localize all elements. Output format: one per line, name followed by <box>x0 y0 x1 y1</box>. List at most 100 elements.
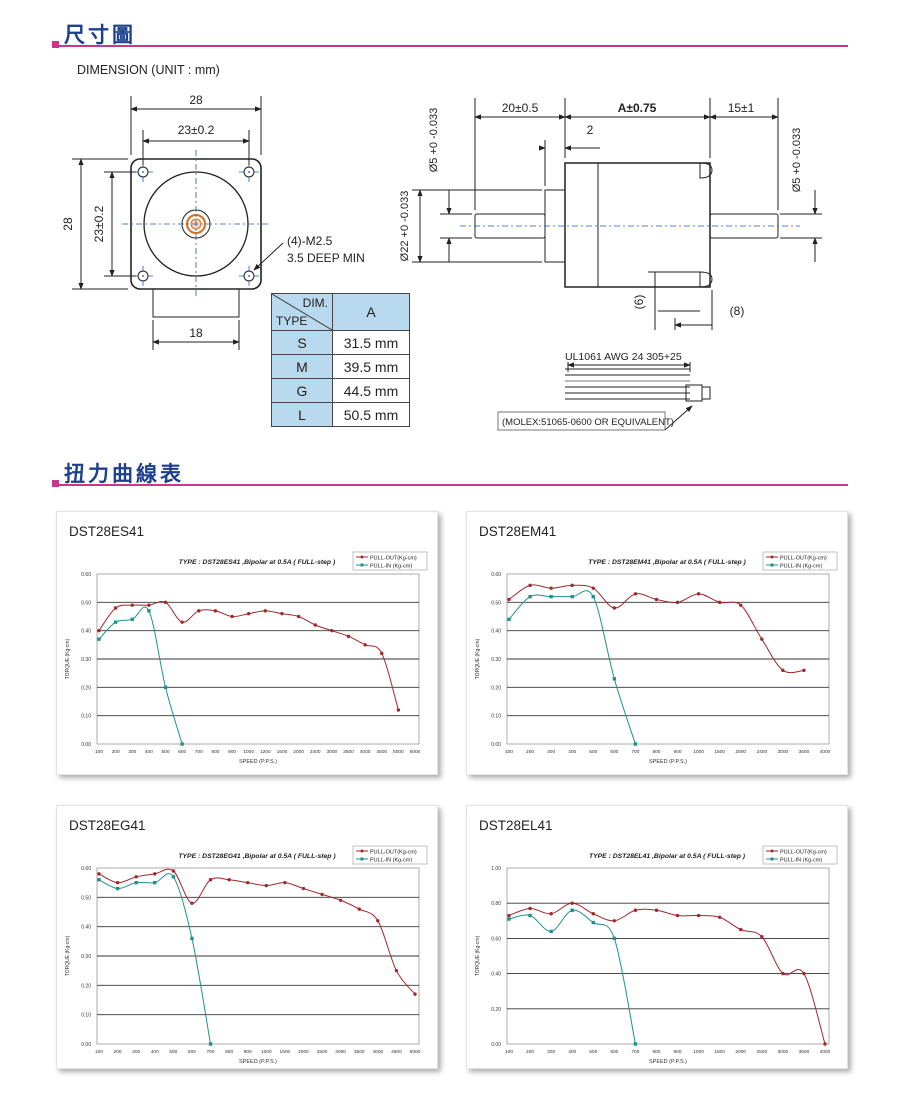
x-tick-label: 500 <box>169 1049 177 1055</box>
pull-out-point <box>208 878 213 882</box>
x-tick-label: 700 <box>207 1049 215 1055</box>
x-tick-label: 2500 <box>317 1049 328 1055</box>
x-tick-label: 1600 <box>277 749 288 755</box>
x-tick-label: 800 <box>225 1049 233 1055</box>
pull-out-point <box>570 583 574 588</box>
dim-18: 18 <box>189 326 203 340</box>
y-tick-label: 0.00 <box>491 742 501 748</box>
y-tick-label: 0.00 <box>81 1042 91 1048</box>
x-tick-label: 5000 <box>393 749 404 755</box>
x-tick-label: 4000 <box>372 1049 383 1055</box>
type-cell: M <box>271 354 333 379</box>
dimension-drawing: 28 23±0.2 28 23±0.2 18 (4)-M2.5 3.5 DEEP… <box>61 93 822 431</box>
x-tick-label: 400 <box>568 1049 576 1055</box>
torque-chart: TYPE : DST28EG41 ,Bipolar at 0.5A ( FULL… <box>65 845 428 1065</box>
x-tick-label: 500 <box>589 1049 597 1055</box>
pull-out-point <box>507 597 511 602</box>
x-tick-label: 500 <box>589 749 597 755</box>
legend-label: PULL-IN (Kg-cm) <box>370 858 412 864</box>
x-tick-label: 1000 <box>243 749 254 755</box>
section-title-dimension: 尺寸圖 <box>64 23 136 47</box>
pull-out-point <box>633 908 638 912</box>
x-tick-label: 200 <box>112 749 120 755</box>
x-tick-label: 1200 <box>260 749 271 755</box>
x-tick-label: 700 <box>195 749 203 755</box>
dim-boss-diameter: Ø22 +0 -0.033 <box>399 191 411 262</box>
x-tick-label: 3500 <box>799 1049 810 1055</box>
legend-label: PULL-OUT(Kg-cm) <box>780 850 827 856</box>
legend-label: PULL-IN (Kg-cm) <box>780 858 822 864</box>
x-axis-label: SPEED (P.P.S.) <box>239 1059 277 1065</box>
pull-in-point <box>208 1042 213 1046</box>
cable-spec: UL1061 AWG 24 305+25 <box>565 351 682 363</box>
x-tick-label: 800 <box>652 749 660 755</box>
pull-in-point <box>507 917 511 921</box>
pull-out-point <box>739 603 743 607</box>
y-tick-label: 0.40 <box>491 629 501 635</box>
pull-out-point <box>296 614 301 619</box>
pull-out-point <box>301 886 306 891</box>
pull-in-point <box>570 908 574 912</box>
y-tick-label: 0.00 <box>81 742 91 748</box>
y-axis-label: TORQUE (Kg-cm) <box>475 935 481 976</box>
x-tick-label: 400 <box>145 749 153 755</box>
section-marker <box>52 41 59 48</box>
pull-out-point <box>612 919 617 923</box>
pull-out-point <box>163 600 168 605</box>
pull-out-point <box>346 634 351 639</box>
pull-out-point <box>413 992 417 996</box>
y-tick-label: 0.50 <box>491 600 501 606</box>
y-tick-label: 0.30 <box>491 657 501 663</box>
pull-out-point <box>528 583 532 588</box>
dim-15: 15±1 <box>728 101 755 115</box>
legend-label: PULL-IN (Kg-cm) <box>370 564 412 570</box>
pull-out-point <box>280 611 284 616</box>
y-tick-label: 0.60 <box>81 572 91 578</box>
legend-label: PULL-OUT(Kg-cm) <box>370 850 417 856</box>
x-tick-label: 600 <box>610 1049 618 1055</box>
y-tick-label: 0.20 <box>81 983 91 989</box>
x-tick-label: 5000 <box>410 1049 421 1055</box>
pull-out-point <box>113 606 118 610</box>
dim-8: (8) <box>730 304 745 318</box>
pull-in-point <box>147 609 151 613</box>
pull-out-point <box>153 872 157 876</box>
pull-out-point <box>675 600 680 605</box>
pull-out-point <box>802 668 806 673</box>
pull-out-point <box>320 892 324 897</box>
pull-out-point <box>760 934 764 939</box>
pull-in-point <box>549 929 553 934</box>
x-tick-label: 1000 <box>693 1049 704 1055</box>
pull-in-point <box>507 617 511 622</box>
y-tick-label: 1.00 <box>491 866 501 872</box>
x-tick-label: 300 <box>547 1049 555 1055</box>
legend-marker <box>360 857 364 861</box>
x-tick-label: 4500 <box>391 1049 402 1055</box>
x-tick-label: 1500 <box>714 1049 725 1055</box>
pull-out-point <box>313 623 317 627</box>
chart-subtitle: TYPE : DST28EG41 ,Bipolar at 0.5A ( FULL… <box>178 853 336 860</box>
section-rule <box>52 45 848 47</box>
y-axis-label: TORQUE (Kg-cm) <box>65 935 71 976</box>
x-tick-label: 400 <box>568 749 576 755</box>
pull-in-point <box>97 637 101 641</box>
x-tick-label: 400 <box>151 1049 159 1055</box>
x-tick-label: 700 <box>631 749 639 755</box>
dim-shaft-front: Ø5 +0 -0.033 <box>428 108 440 173</box>
pull-in-point <box>171 875 176 879</box>
chart-legend <box>762 845 838 865</box>
chart-legend <box>352 551 428 571</box>
pull-out-point <box>549 586 553 590</box>
x-tick-label: 300 <box>128 749 136 755</box>
x-tick-label: 3000 <box>335 1049 346 1055</box>
x-tick-label: 2500 <box>756 1049 767 1055</box>
dim-2: 2 <box>587 123 594 137</box>
x-tick-label: 4000 <box>820 749 831 755</box>
y-tick-label: 0.40 <box>491 972 501 978</box>
type-cell: L <box>271 402 333 427</box>
chart-title: DST28EM41 <box>479 524 557 539</box>
pull-out-point <box>528 906 532 911</box>
pull-out-point <box>823 1042 827 1046</box>
